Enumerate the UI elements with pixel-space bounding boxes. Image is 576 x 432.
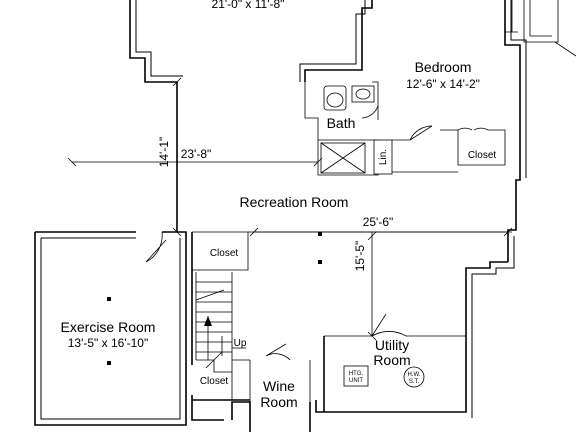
heating-unit-label-line1: HTG. (349, 371, 364, 377)
dim-horizontal-lower: 25'-6" (363, 215, 394, 229)
wine-room-label-line1: Wine (263, 378, 295, 394)
exercise-room-size: 13'-5" x 16'-10" (68, 336, 148, 350)
doors (145, 105, 489, 369)
bath-label: Bath (327, 115, 356, 131)
bedroom-closet-label: Closet (468, 150, 497, 161)
lower-closet-label: Closet (200, 376, 229, 387)
linen-label: Lin. (378, 149, 389, 165)
dimension-lines (67, 77, 513, 341)
stair-closet-label: Closet (210, 248, 239, 259)
bath-fixtures (323, 85, 375, 111)
dim-vertical-left: 14'-1" (157, 137, 171, 168)
water-heater-label-line1: H.W. (408, 372, 421, 378)
bedroom-label: Bedroom (415, 59, 472, 75)
dim-vertical-right: 15'-5" (353, 241, 367, 272)
bedroom-size: 12'-6" x 14'-2" (406, 77, 480, 91)
exterior-walls (34, 0, 576, 432)
dim-horizontal-upper: 23'-8" (181, 147, 212, 161)
ceiling-fixtures (107, 232, 322, 365)
recreation-room-label: Recreation Room (240, 194, 349, 210)
heating-unit-label-line2: UNIT (349, 378, 363, 384)
water-heater-label-line2: S.T. (409, 379, 420, 385)
utility-room-label-line1: Utility (375, 337, 409, 353)
top-room-size: 21'-0" x 11'-8" (212, 0, 285, 11)
utility-room-label-line2: Room (373, 352, 410, 368)
stairs-up-label: Up (234, 338, 247, 349)
utility-equipment (343, 365, 425, 388)
wine-room-label-line2: Room (260, 394, 297, 410)
staircase (195, 272, 246, 400)
exercise-room-label: Exercise Room (61, 319, 156, 335)
